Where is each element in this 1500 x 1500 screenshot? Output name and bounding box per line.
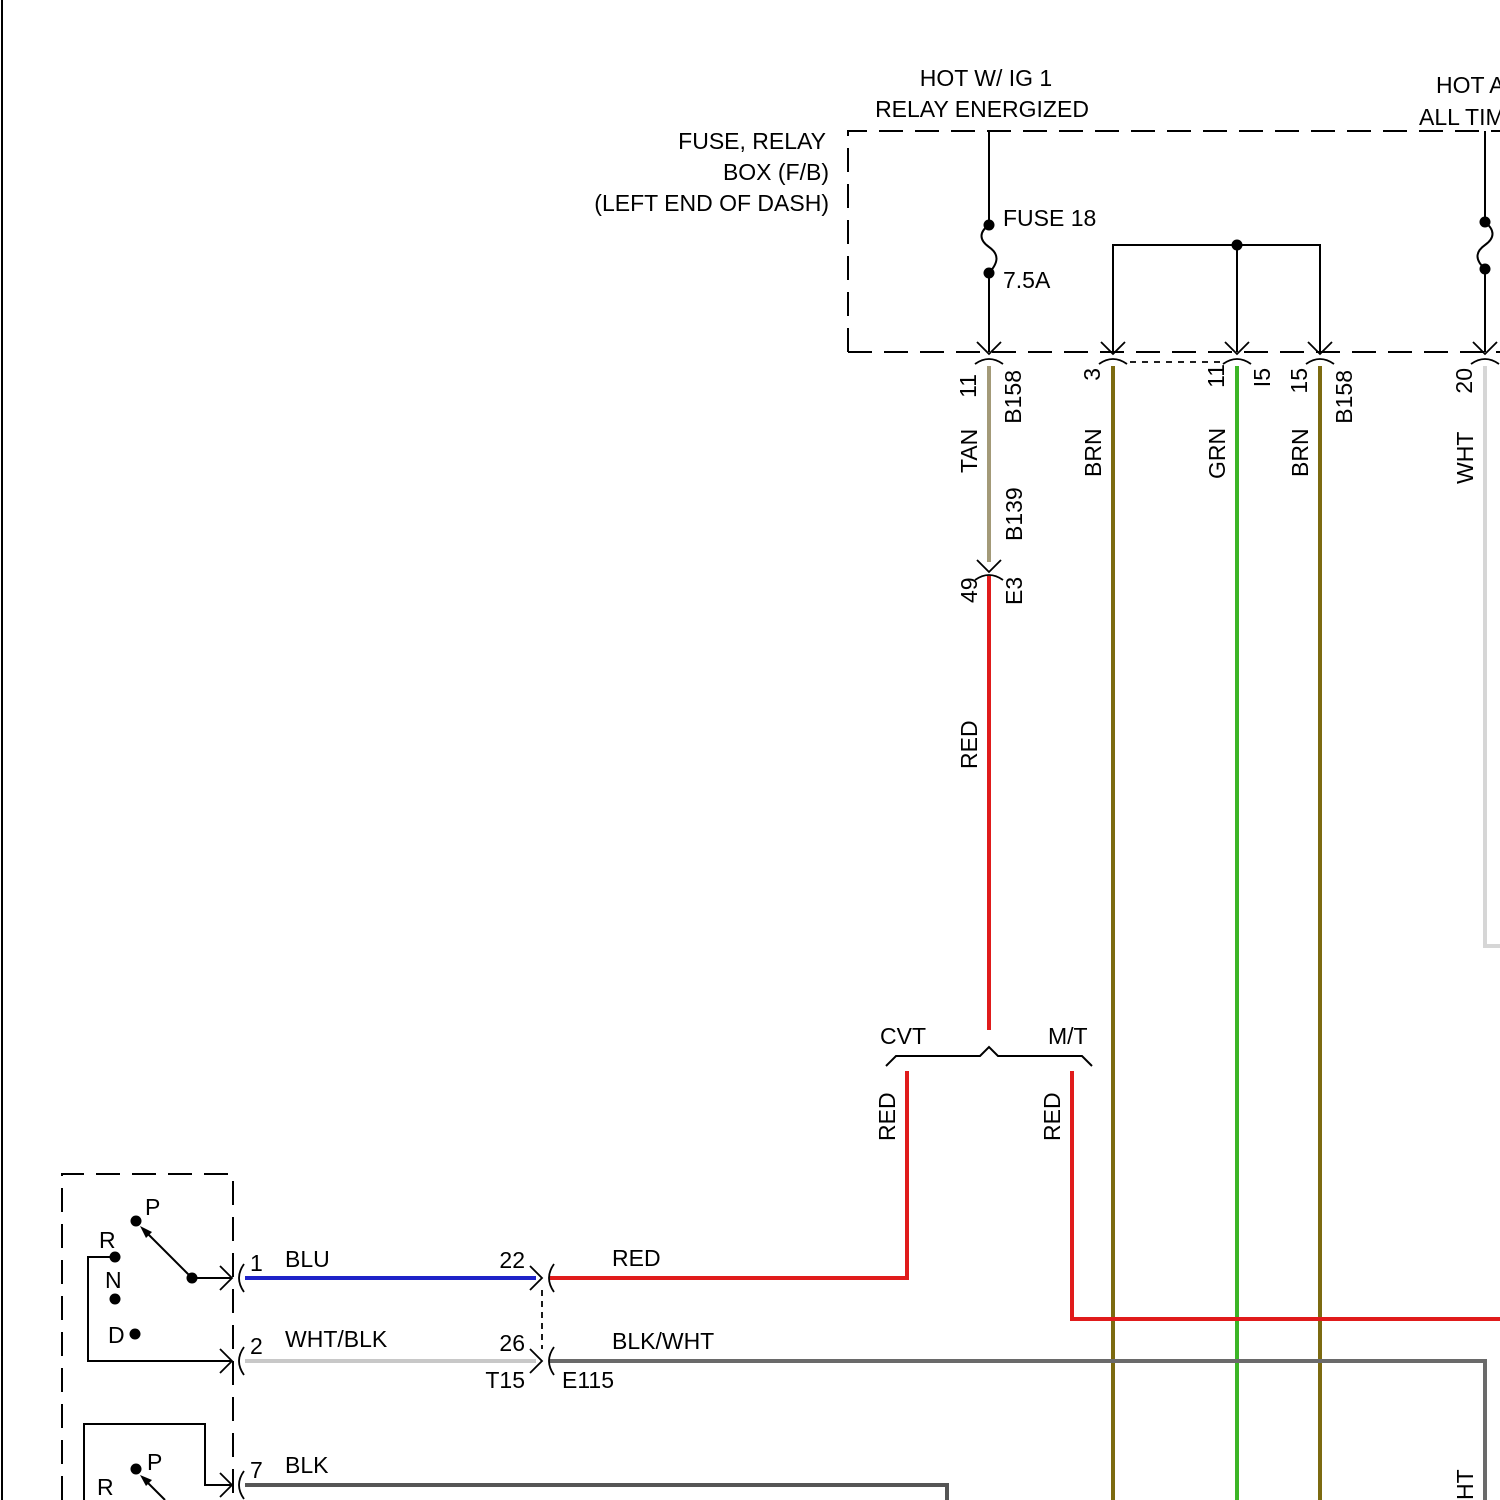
fuse-hot-all-times: [1478, 131, 1493, 352]
ig1-relay-label: RELAY ENERGIZED: [875, 96, 1089, 122]
conn-b139: B139: [1001, 487, 1027, 541]
pin-t15-26: 26: [499, 1330, 525, 1356]
fuse-name: FUSE 18: [1003, 205, 1096, 231]
switch-pos-n: N: [105, 1267, 122, 1293]
connector-t15-e115: [530, 1264, 554, 1375]
wire-red-cvt: [550, 1071, 907, 1278]
switch-pos-r: R: [99, 1227, 116, 1253]
wire-red-mt: [1072, 1071, 1500, 1319]
conn-b158-a: B158: [1000, 370, 1026, 424]
conn-i5: I5: [1249, 368, 1275, 387]
pin-t15-22: 22: [499, 1247, 525, 1273]
label-brn-1: BRN: [1080, 428, 1106, 477]
switch-pos-p: P: [145, 1194, 160, 1220]
pin-i5-11: 11: [1203, 364, 1229, 388]
conn-e115: E115: [562, 1367, 614, 1393]
conn-e3: E3: [1001, 577, 1027, 605]
fuse-18: [982, 131, 997, 352]
pin-b158-15: 15: [1286, 368, 1312, 394]
label-wht: WHT: [1452, 432, 1478, 484]
pin-switch-1: 1: [250, 1250, 263, 1276]
fuse-box-name-2: BOX (F/B): [723, 159, 829, 185]
wire-blk-wht: [550, 1361, 1485, 1500]
conn-b158-b: B158: [1331, 370, 1357, 424]
pin-switch-7: 7: [250, 1457, 263, 1483]
label-wht-lower: HT: [1452, 1469, 1478, 1500]
label-brn-2: BRN: [1287, 428, 1313, 477]
wire-blk: [245, 1485, 947, 1500]
pin-20: 20: [1451, 368, 1477, 394]
switch2-pos-p: P: [147, 1449, 162, 1475]
wire-wht: [1485, 366, 1500, 946]
fuse-rating: 7.5A: [1003, 267, 1051, 293]
label-blk-wht: BLK/WHT: [612, 1328, 714, 1354]
pin-b158-3: 3: [1079, 368, 1105, 381]
label-tan: TAN: [956, 429, 982, 473]
option-cvt: CVT: [880, 1023, 926, 1049]
hot-all-time-label: ALL TIM: [1419, 104, 1500, 130]
label-red-h: RED: [612, 1245, 661, 1271]
switch2-pos-r: R: [97, 1474, 114, 1500]
label-red-cvt: RED: [874, 1092, 900, 1141]
label-blk: BLK: [285, 1452, 329, 1478]
label-blu: BLU: [285, 1246, 330, 1272]
pin-b158-11: 11: [955, 374, 981, 398]
fuse-box-name-3: (LEFT END OF DASH): [594, 190, 829, 216]
pin-e3-49: 49: [956, 577, 982, 603]
label-red-main: RED: [956, 720, 982, 769]
conn-t15: T15: [485, 1367, 525, 1393]
fuse-box-outline: [848, 131, 1500, 352]
ground-bus: [1113, 240, 1320, 353]
hot-all-label: HOT A: [1436, 72, 1500, 98]
label-wht-blk: WHT/BLK: [285, 1326, 388, 1352]
ig1-label: HOT W/ IG 1: [920, 65, 1052, 91]
label-grn: GRN: [1204, 428, 1230, 479]
switch-pos-d: D: [108, 1322, 125, 1348]
option-split: [886, 1047, 1092, 1066]
option-mt: M/T: [1048, 1023, 1088, 1049]
label-red-mt: RED: [1039, 1092, 1065, 1141]
fuse-box-name-1: FUSE, RELAY: [678, 128, 826, 154]
pin-switch-2: 2: [250, 1333, 263, 1359]
